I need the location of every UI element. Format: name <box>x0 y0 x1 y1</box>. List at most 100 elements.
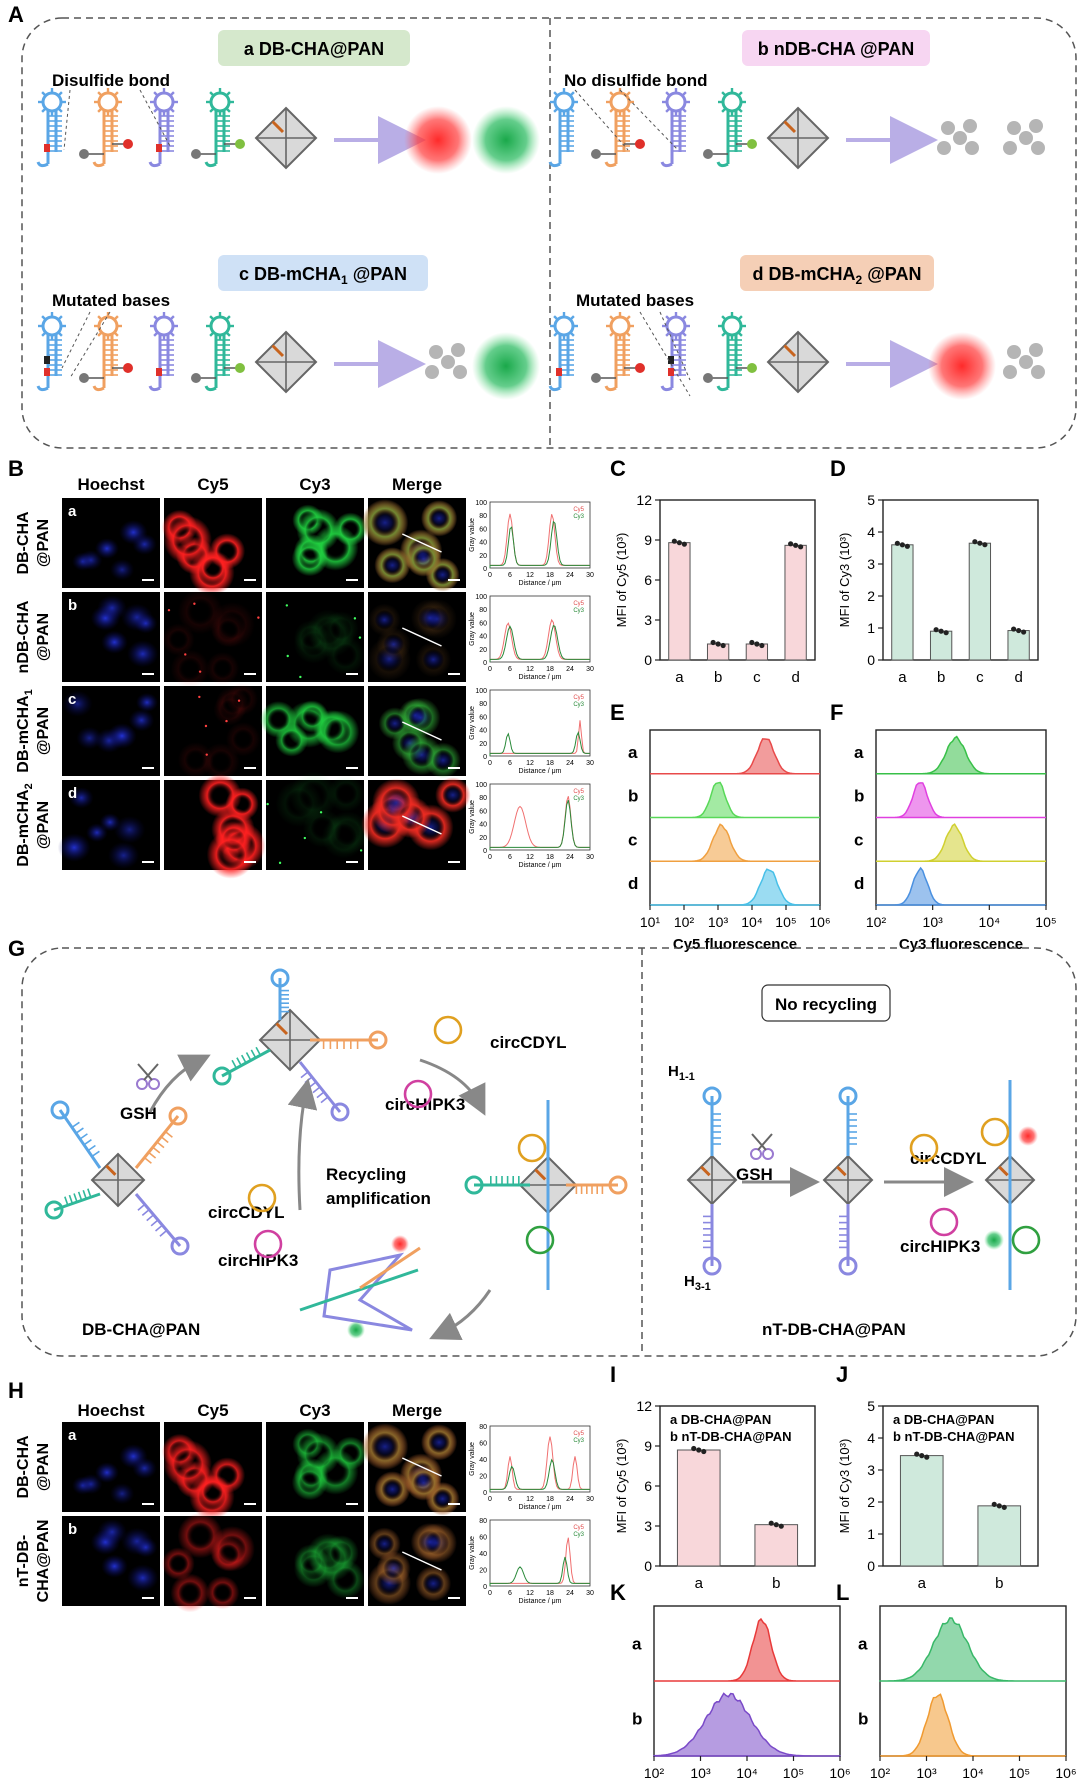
x-tick-label: 30 <box>586 572 594 579</box>
dna-octahedron-icon <box>254 330 318 394</box>
title-a: a DB-CHA@PAN <box>244 39 384 59</box>
cy5-signal-icon <box>1018 1126 1038 1146</box>
y-tick-label: 60 <box>479 526 487 533</box>
x-tick-label: 30 <box>586 1496 594 1503</box>
y-tick-label: 0 <box>867 1558 875 1574</box>
replicate-point <box>720 642 726 649</box>
y-tick-label: 100 <box>475 688 487 695</box>
hairpin-probe <box>591 88 645 168</box>
h11-label: H1-1 <box>668 1063 695 1083</box>
y-tick-label: 40 <box>479 728 487 735</box>
flow-histogram-l: ab10²10³10⁴10⁵10⁶Cy3 fluorescence <box>858 1605 1077 1781</box>
y-tick-label: 0 <box>483 566 487 573</box>
y-axis-label: MFI of Cy5 (10³) <box>614 533 629 628</box>
title-box-a <box>218 30 410 66</box>
cy3-trace <box>489 730 590 756</box>
x-tick-label: 6 <box>508 760 512 767</box>
x-tick-label: 24 <box>566 854 574 861</box>
histogram-curve <box>876 782 1046 819</box>
gsh-label: GSH <box>120 1104 157 1123</box>
cy3-trace <box>489 1458 590 1492</box>
hairpin-loop <box>170 1236 190 1256</box>
hairpin-probe <box>79 88 133 168</box>
y-tick-label: 20 <box>479 741 487 748</box>
circrna-icon <box>403 1079 433 1109</box>
flow-arrow <box>287 1078 318 1211</box>
row-label: DB-mCHA2@PAN <box>15 783 52 866</box>
row-letter: b <box>632 1710 642 1729</box>
panel-label-i: I <box>610 1362 616 1387</box>
y-tick-label: 6 <box>644 572 652 588</box>
micrograph-tile <box>266 771 370 870</box>
y-tick-label: 60 <box>479 1441 487 1448</box>
pointer-line <box>619 89 679 151</box>
micrograph-tile <box>368 686 466 779</box>
flow-histogram-k: ab10²10³10⁴10⁵10⁶Cy5 fluorescence <box>632 1605 851 1781</box>
panel-label-d: D <box>830 456 846 481</box>
histogram-curve <box>876 735 1046 775</box>
legend-cy3: Cy3 <box>573 1532 584 1538</box>
y-tick-label: 80 <box>479 795 487 802</box>
replicate-point <box>943 630 949 636</box>
micrograph-tile <box>162 1512 262 1613</box>
bar <box>668 542 691 661</box>
cy3-trace <box>489 1556 590 1586</box>
hairpin-loop <box>702 1256 722 1276</box>
dna-octahedron-icon <box>254 106 318 170</box>
no-recycling-box <box>761 984 891 1022</box>
legend-cy3: Cy3 <box>573 608 584 614</box>
legend-entry: a DB-CHA@PAN <box>893 1412 994 1427</box>
hairpin-loop <box>838 1256 858 1276</box>
annotation-d: Mutated bases <box>576 291 694 310</box>
y-tick-label: 3 <box>867 556 875 572</box>
x-axis-label: Distance / μm <box>519 1598 562 1605</box>
y-axis-label: Gray value <box>469 612 476 646</box>
x-tick-label: 12 <box>526 854 534 861</box>
panel-a: A a DB-CHA@PAN b nDB-CHA @PAN c DB-mCHA1… <box>8 2 1077 449</box>
left-system-label: DB-CHA@PAN <box>82 1320 200 1339</box>
circrna-icon <box>525 1225 555 1255</box>
x-tick-label: 12 <box>526 572 534 579</box>
flow-arrow <box>429 1289 492 1340</box>
micrograph-tile <box>162 588 262 689</box>
x-tick-label: 30 <box>586 760 594 767</box>
hairpin-probes <box>36 88 1045 397</box>
panel-label-j: J <box>836 1362 848 1387</box>
replicate-point <box>788 541 794 547</box>
title-b: b nDB-CHA @PAN <box>758 39 915 59</box>
row-letter: a <box>854 743 864 762</box>
x-tick-label: 6 <box>508 854 512 861</box>
replicate-point <box>681 541 687 547</box>
y-axis-label: MFI of Cy3 (10³) <box>837 533 852 628</box>
cy5-signal-icon <box>404 106 472 174</box>
y-tick-label: 0 <box>644 652 652 668</box>
x-tick-label: 10³ <box>916 1765 937 1781</box>
dna-octahedron-icon <box>766 330 830 394</box>
pointer-line <box>63 89 71 151</box>
bar <box>1007 630 1030 661</box>
panel-label-h: H <box>8 1378 24 1403</box>
replicate-point <box>768 1520 774 1526</box>
circrna-icon <box>247 1183 277 1213</box>
x-tick-label: b <box>714 669 722 686</box>
x-tick-label: 18 <box>546 760 554 767</box>
x-tick-label: 10⁴ <box>741 914 763 930</box>
panel-label-e: E <box>610 700 625 725</box>
flow-arrow <box>148 1054 211 1113</box>
micrograph-tile <box>62 498 160 588</box>
x-tick-label: 12 <box>526 666 534 673</box>
histogram-curve <box>876 823 1046 862</box>
row-letter: a <box>628 743 638 762</box>
row-letter: c <box>854 830 863 849</box>
x-tick-label: a <box>898 669 907 686</box>
bar <box>899 1455 944 1567</box>
y-tick-label: 2 <box>867 1494 875 1510</box>
title-box-d <box>740 255 934 291</box>
replicate-point <box>914 1451 920 1457</box>
quenched-signal-icon <box>425 343 467 379</box>
x-tick-label: 24 <box>566 1496 574 1503</box>
dna-octahedron-icon <box>686 1154 738 1206</box>
circrna-icon <box>1011 1225 1041 1255</box>
